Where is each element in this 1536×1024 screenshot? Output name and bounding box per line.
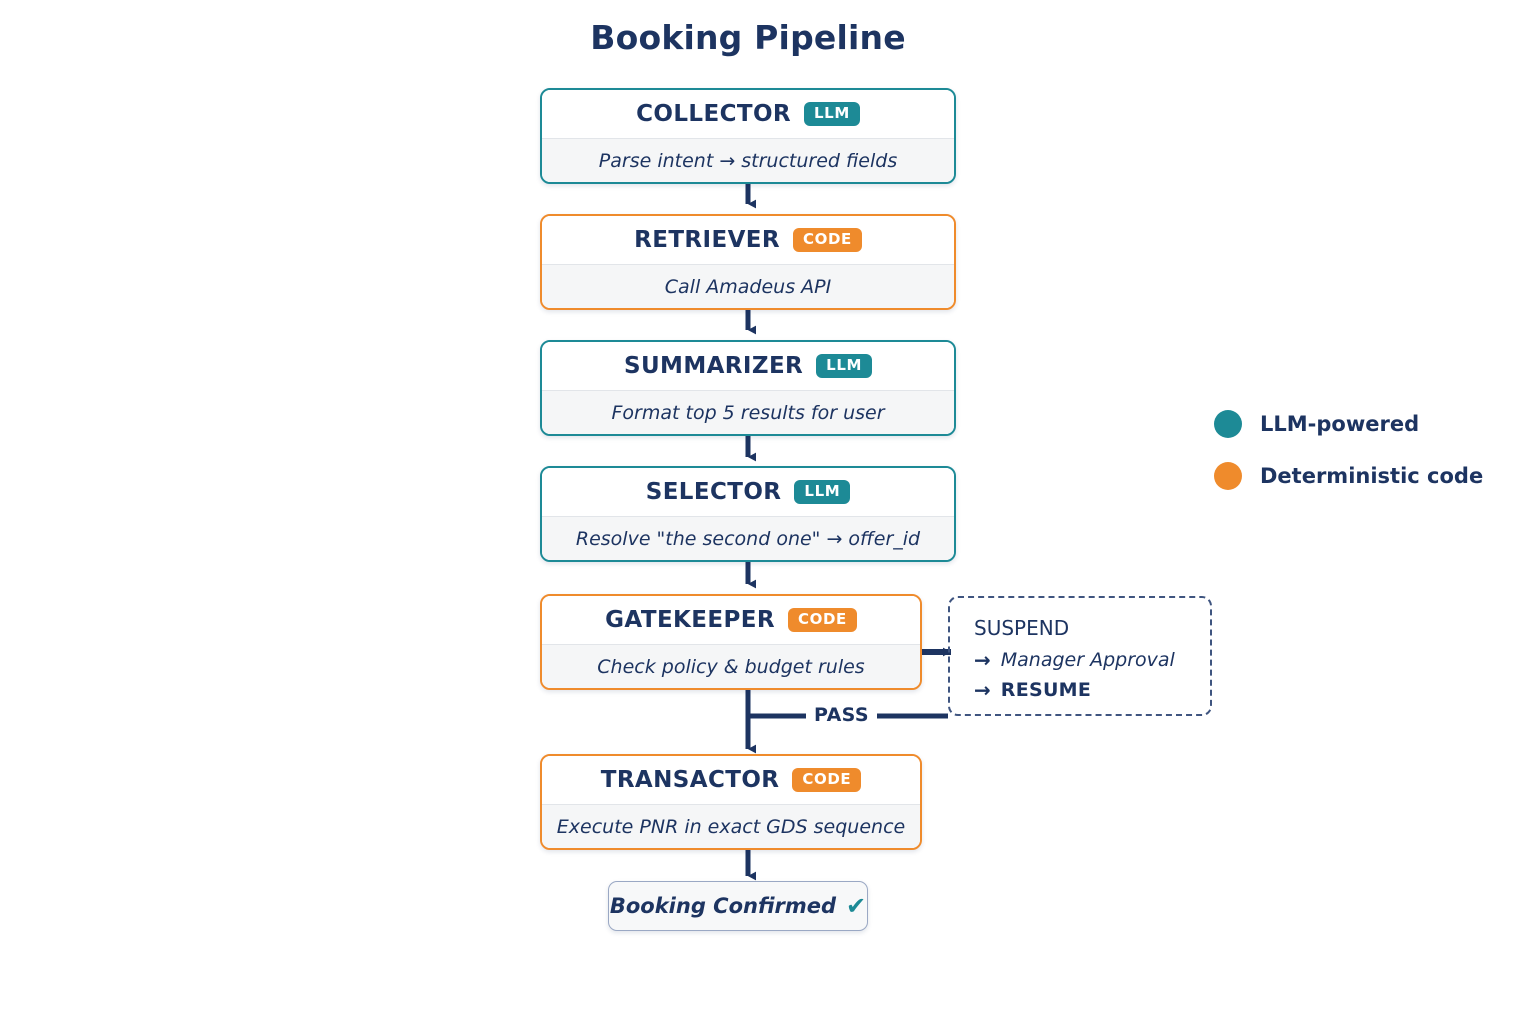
legend-item-llm: LLM-powered xyxy=(1214,410,1483,438)
node-gatekeeper-badge: CODE xyxy=(787,608,857,632)
suspend-branch-box[interactable]: SUSPEND → Manager Approval → RESUME xyxy=(948,596,1212,716)
check-icon: ✔ xyxy=(846,892,867,920)
arrow-right-icon: → xyxy=(974,678,991,702)
node-retriever-header: RETRIEVER CODE xyxy=(542,216,954,264)
suspend-row-label: RESUME xyxy=(1000,679,1092,701)
node-gatekeeper-header: GATEKEEPER CODE xyxy=(542,596,920,644)
legend-label-llm: LLM-powered xyxy=(1260,412,1420,436)
legend-item-code: Deterministic code xyxy=(1214,462,1483,490)
legend: LLM-powered Deterministic code xyxy=(1214,410,1483,514)
node-gatekeeper-description: Check policy & budget rules xyxy=(542,644,920,688)
node-collector[interactable]: COLLECTOR LLM Parse intent → structured … xyxy=(540,88,956,184)
node-summarizer-title: SUMMARIZER xyxy=(623,353,804,379)
legend-label-code: Deterministic code xyxy=(1260,464,1484,488)
node-collector-header: COLLECTOR LLM xyxy=(542,90,954,138)
node-summarizer-header: SUMMARIZER LLM xyxy=(542,342,954,390)
node-collector-badge: LLM xyxy=(804,102,860,126)
node-transactor-title: TRANSACTOR xyxy=(600,767,780,793)
legend-dot-code-icon xyxy=(1214,462,1242,490)
node-retriever-badge: CODE xyxy=(793,228,862,252)
suspend-row-label: Manager Approval xyxy=(1000,649,1175,671)
node-selector-badge: LLM xyxy=(794,480,851,504)
node-retriever[interactable]: RETRIEVER CODE Call Amadeus API xyxy=(540,214,956,310)
node-selector-title: SELECTOR xyxy=(645,479,782,505)
suspend-row-manager-approval: → Manager Approval xyxy=(974,648,1188,672)
node-selector-header: SELECTOR LLM xyxy=(542,468,954,516)
node-transactor-badge: CODE xyxy=(792,768,862,792)
node-retriever-description: Call Amadeus API xyxy=(542,264,954,308)
suspend-title: SUSPEND xyxy=(974,616,1070,640)
page-title: Booking Pipeline xyxy=(590,18,906,57)
node-transactor-header: TRANSACTOR CODE xyxy=(542,756,920,804)
node-gatekeeper-title: GATEKEEPER xyxy=(605,607,775,633)
node-selector[interactable]: SELECTOR LLM Resolve "the second one" → … xyxy=(540,466,956,562)
node-transactor-description: Execute PNR in exact GDS sequence xyxy=(542,804,920,848)
node-summarizer[interactable]: SUMMARIZER LLM Format top 5 results for … xyxy=(540,340,956,436)
node-collector-description: Parse intent → structured fields xyxy=(542,138,954,182)
node-collector-title: COLLECTOR xyxy=(636,101,792,127)
booking-confirmed-pill[interactable]: Booking Confirmed ✔ xyxy=(608,881,868,931)
legend-dot-llm-icon xyxy=(1214,410,1242,438)
node-summarizer-badge: LLM xyxy=(816,354,873,378)
node-gatekeeper[interactable]: GATEKEEPER CODE Check policy & budget ru… xyxy=(540,594,922,690)
node-transactor[interactable]: TRANSACTOR CODE Execute PNR in exact GDS… xyxy=(540,754,922,850)
arrow-right-icon: → xyxy=(974,648,991,672)
suspend-row-resume: → RESUME xyxy=(974,678,1188,702)
node-summarizer-description: Format top 5 results for user xyxy=(542,390,954,434)
pass-label: PASS xyxy=(806,704,878,726)
booking-confirmed-label: Booking Confirmed xyxy=(609,894,837,918)
node-retriever-title: RETRIEVER xyxy=(634,227,781,253)
node-selector-description: Resolve "the second one" → offer_id xyxy=(542,516,954,560)
